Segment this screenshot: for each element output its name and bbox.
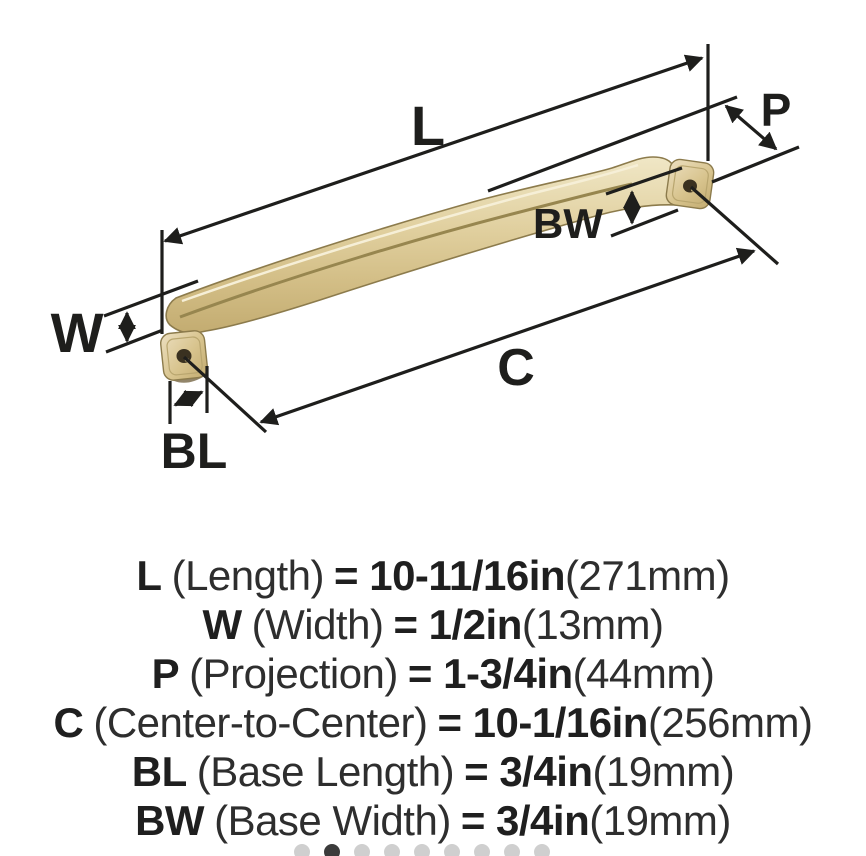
bw-reference-upper	[605, 166, 683, 196]
spec-row-width: W(Width)= 1/2in(13mm)	[202, 600, 664, 649]
spec-value-mm: (19mm)	[589, 797, 731, 844]
spec-row-base-width: BW(Base Width)= 3/4in(19mm)	[135, 796, 731, 845]
pagination-dots	[294, 844, 550, 856]
label-base-width: BW	[533, 200, 603, 247]
spec-row-center-to-center: C(Center-to-Center)= 10-1/16in(256mm)	[54, 698, 813, 747]
pagination-dot[interactable]	[504, 844, 520, 856]
w-reference-lower	[105, 328, 164, 354]
pagination-dot[interactable]	[294, 844, 310, 856]
handle-artwork	[160, 156, 715, 383]
spec-code: BL	[131, 748, 188, 795]
spec-value-in: = 1/2in	[393, 601, 522, 648]
dimension-lines	[103, 44, 800, 434]
spec-code: C	[53, 699, 84, 746]
pagination-dot[interactable]	[384, 844, 400, 856]
label-projection: P	[761, 84, 792, 136]
pagination-dot[interactable]	[474, 844, 490, 856]
c-dimension-line	[259, 247, 756, 426]
spec-value-in: = 1-3/4in	[407, 650, 573, 697]
spec-code: P	[151, 650, 180, 697]
p-reference-lower	[711, 145, 800, 184]
spec-code: BW	[135, 797, 205, 844]
spec-list: L(Length)= 10-11/16in(271mm) W(Width)= 1…	[0, 551, 866, 845]
spec-value-in: = 3/4in	[460, 797, 590, 844]
spec-row-base-length: BL(Base Length)= 3/4in(19mm)	[131, 747, 735, 796]
spec-name: (Center-to-Center)	[93, 699, 428, 746]
spec-code: L	[136, 552, 162, 599]
label-center-to-center: C	[497, 339, 535, 397]
spec-name: (Base Length)	[196, 748, 455, 795]
label-length: L	[411, 94, 445, 157]
label-width: W	[51, 301, 104, 364]
spec-value-mm: (256mm)	[647, 699, 813, 746]
spec-value-in: = 10-11/16in	[334, 552, 566, 599]
c-leader-right	[689, 185, 780, 266]
spec-code: W	[202, 601, 242, 648]
p-reference-upper	[487, 95, 738, 193]
label-base-length: BL	[161, 423, 228, 479]
spec-value-mm: (44mm)	[572, 650, 715, 697]
spec-value-in: = 3/4in	[464, 748, 593, 795]
spec-name: (Projection)	[189, 650, 398, 697]
p-dimension-arrow	[724, 104, 778, 151]
pagination-dot[interactable]	[354, 844, 370, 856]
spec-name: (Base Width)	[214, 797, 451, 844]
pagination-dot[interactable]	[324, 844, 340, 856]
w-reference-upper	[103, 279, 199, 318]
spec-value-mm: (19mm)	[592, 748, 735, 795]
spec-row-projection: P(Projection)= 1-3/4in(44mm)	[152, 649, 715, 698]
spec-name: (Length)	[171, 552, 325, 599]
spec-value-mm: (271mm)	[565, 552, 730, 599]
pagination-dot[interactable]	[534, 844, 550, 856]
dimension-diagram: L W P C BL BW	[51, 44, 800, 479]
l-dimension-line	[163, 54, 704, 245]
pagination-dot[interactable]	[414, 844, 430, 856]
spec-value-mm: (13mm)	[521, 601, 664, 648]
spec-row-length: L(Length)= 10-11/16in(271mm)	[136, 551, 730, 600]
spec-value-in: = 10-1/16in	[437, 699, 648, 746]
c-leader-left	[182, 355, 268, 434]
pagination-dot[interactable]	[444, 844, 460, 856]
bl-dimension-arrow	[173, 389, 204, 408]
bw-reference-lower	[610, 208, 679, 238]
spec-name: (Width)	[251, 601, 384, 648]
